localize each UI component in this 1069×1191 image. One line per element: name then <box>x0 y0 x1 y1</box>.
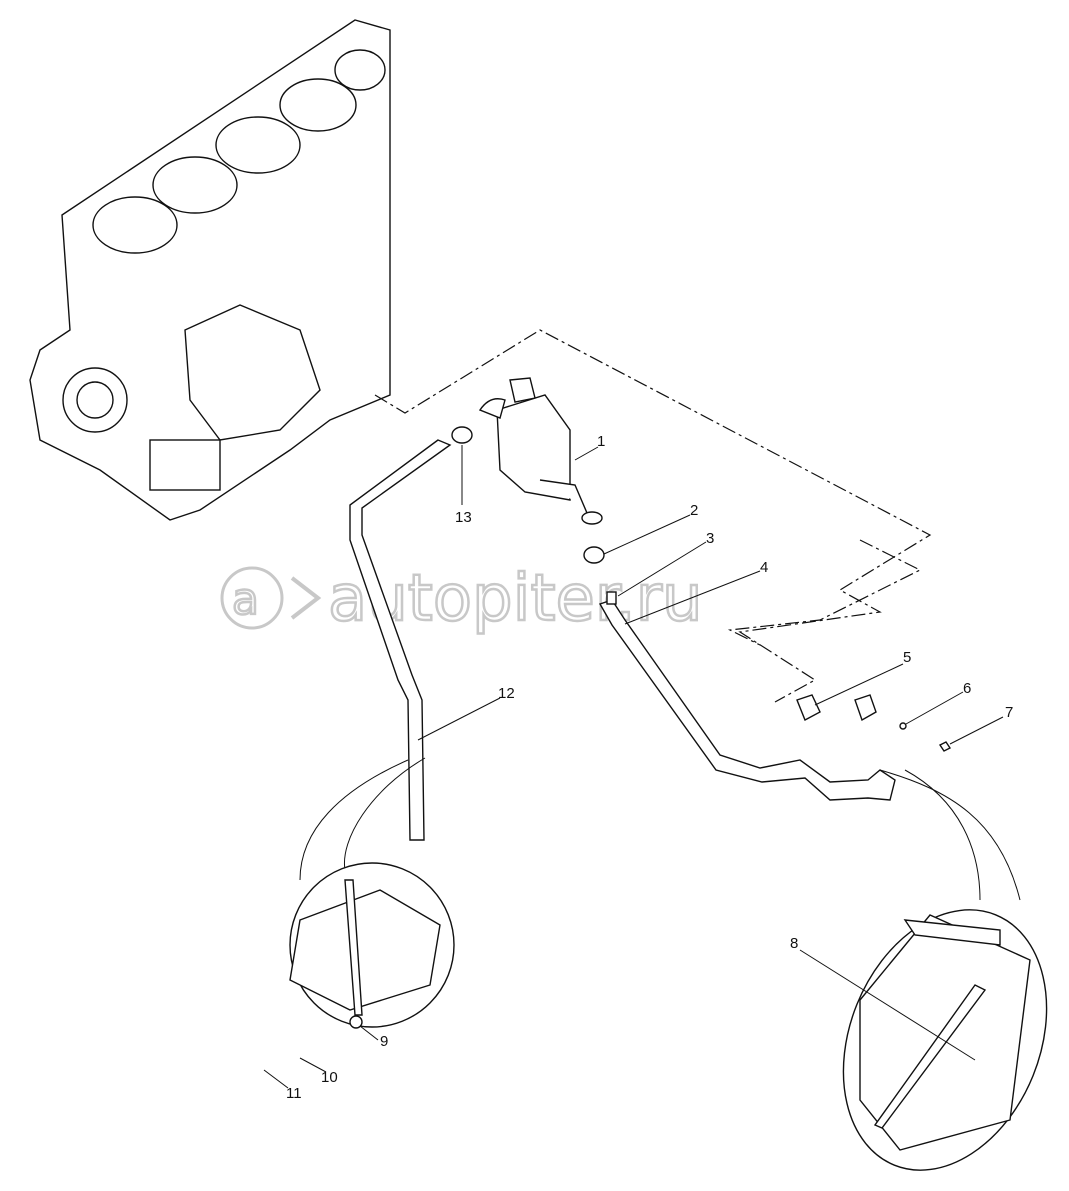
drain-pipe <box>598 599 896 801</box>
callout-11: 11 <box>286 1085 302 1102</box>
callout-6: 6 <box>963 680 971 697</box>
callout-1: 1 <box>597 433 605 450</box>
leader-lines <box>263 445 1004 1089</box>
callout-3: 3 <box>706 530 714 547</box>
dashed-routing <box>374 329 932 703</box>
callout-10: 10 <box>321 1069 338 1086</box>
callout-13: 13 <box>455 509 472 526</box>
clamp <box>451 426 473 444</box>
callout-2: 2 <box>690 502 698 519</box>
engine-block <box>29 19 391 521</box>
seal-ring <box>583 546 605 564</box>
breather-hose <box>349 439 452 841</box>
callout-5: 5 <box>903 649 911 666</box>
bracket <box>796 694 821 721</box>
callout-4: 4 <box>760 559 768 576</box>
callout-9: 9 <box>380 1033 388 1050</box>
detail-circle-right <box>842 769 1048 1171</box>
callout-7: 7 <box>1005 704 1013 721</box>
callout-8: 8 <box>790 935 798 952</box>
svg-text:a: a <box>232 574 259 625</box>
separator-part <box>478 377 603 525</box>
detail-circle-left <box>289 757 455 1029</box>
watermark: a autopiter.ru <box>220 561 704 637</box>
callout-12: 12 <box>498 685 515 702</box>
